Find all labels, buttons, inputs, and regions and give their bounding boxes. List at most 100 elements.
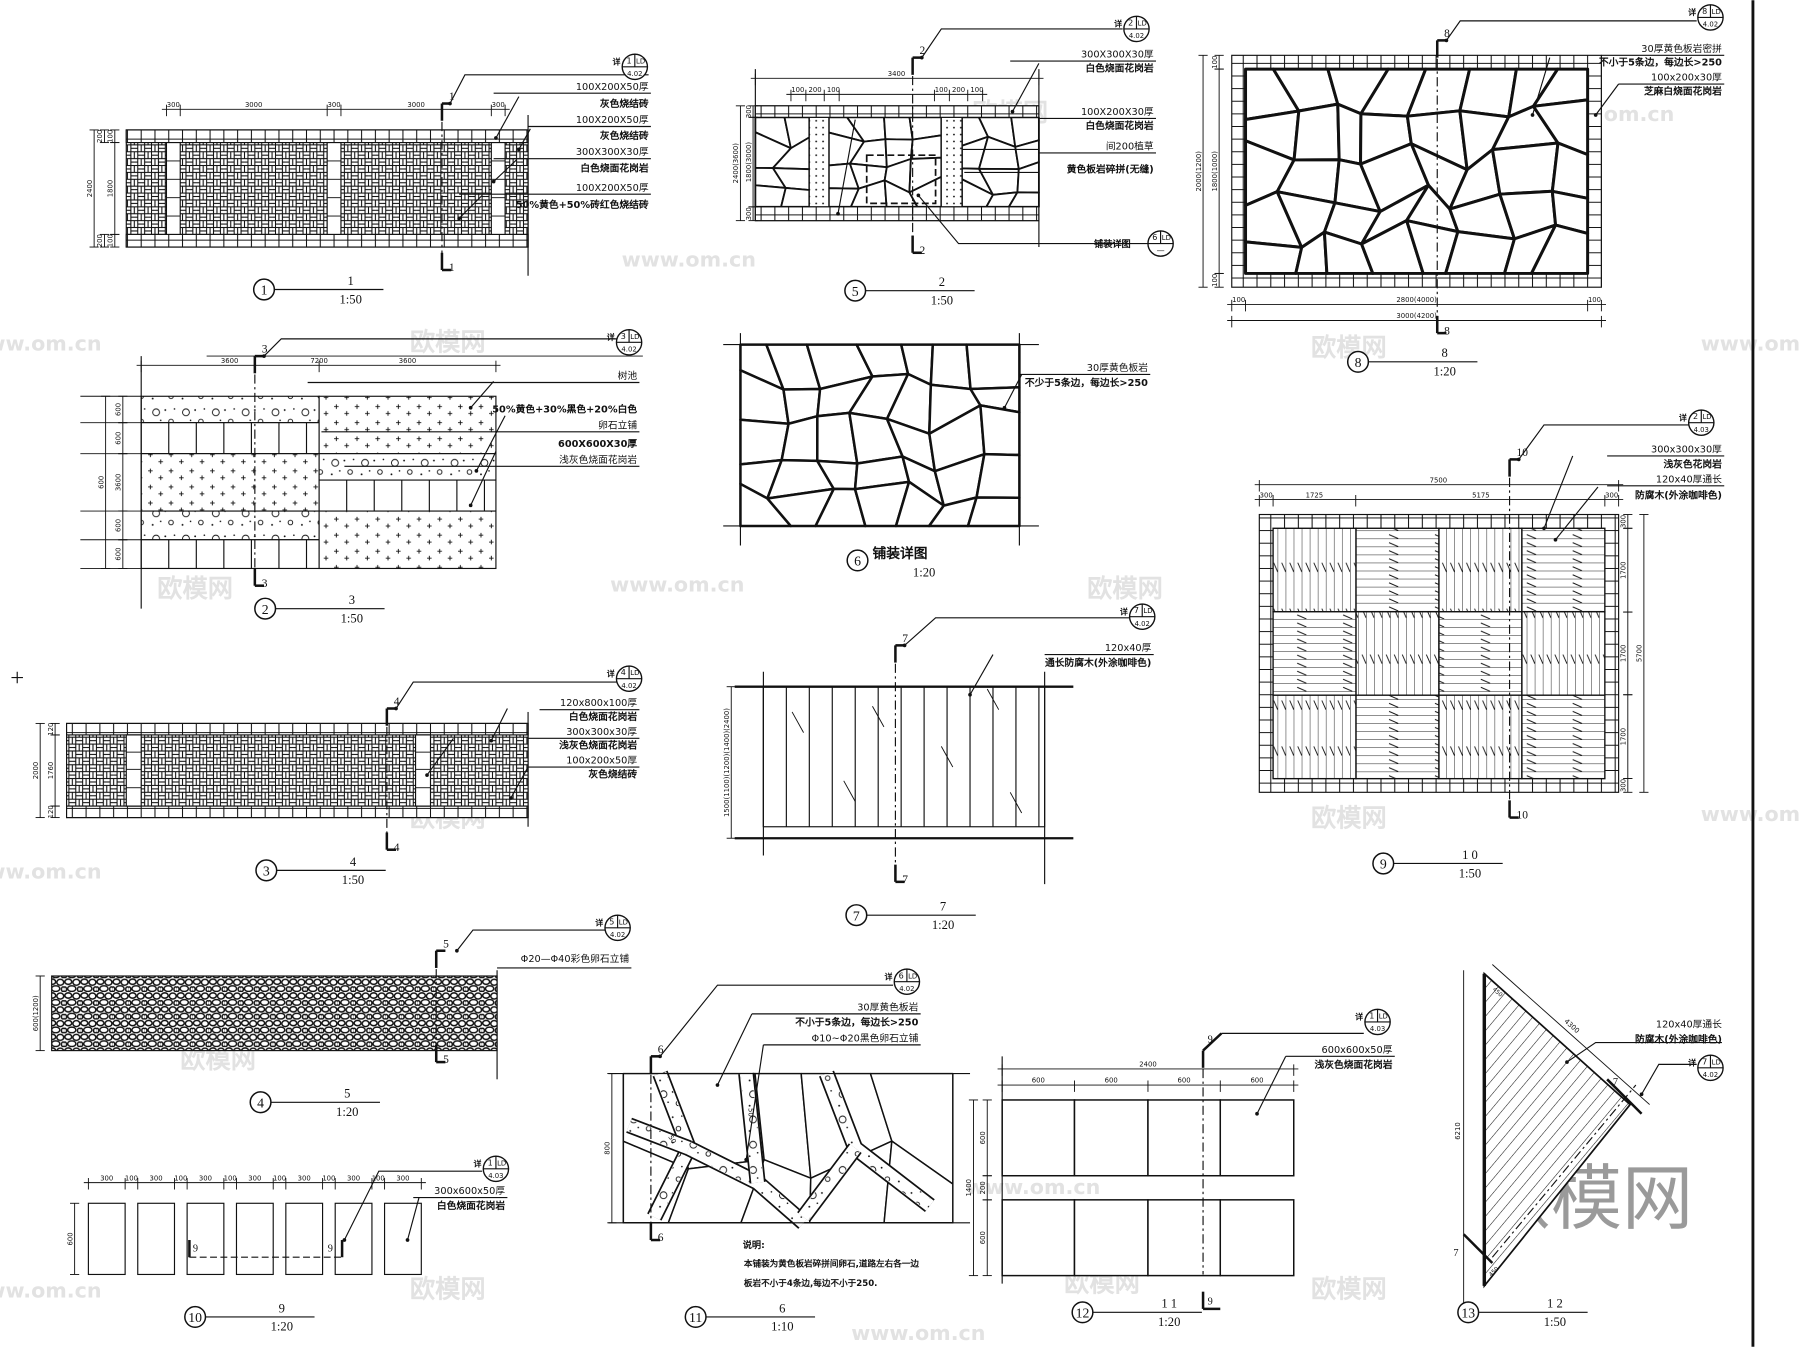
drawing-title: 7 [940,900,946,914]
material-note: 120x40厚通长 [1656,1019,1722,1031]
granite-block [235,1202,274,1276]
flagstone-pattern [961,116,1040,208]
drawing-number: 3 [263,864,270,879]
dimension-top: 200 [952,86,965,94]
ref-prefix: 详 [595,917,603,927]
drawing-scale: 1:50 [342,873,364,887]
dimension-left: 1800 [107,180,115,198]
dimension-left: 1700 [1620,561,1628,578]
dimension-left: 1800(3000) [745,142,753,183]
granite-strip [125,734,142,807]
leader-dot [468,503,473,508]
leader-line [1256,1056,1287,1114]
drawing-title: 3 [349,593,355,607]
dimension-left: 1500(1100)(1200)(1400)(2400) [723,708,731,817]
watermark-logo-text: 欧模网 [1087,574,1163,603]
ref-sheet-number: 4.03 [1694,426,1709,434]
ref-detail-number: 4 [621,668,626,677]
section-label: 5 [443,938,449,950]
material-note: 灰色烧结砖 [600,129,649,142]
leader-dot [489,738,494,743]
dimension-left: 6210 [1454,1122,1462,1139]
material-note: 120x40厚 [1105,642,1152,654]
granite-paving-row [318,479,497,512]
dimension-left: 2400(3600) [732,143,740,184]
flagstone [965,343,1021,391]
section-label: 6 [658,1232,664,1244]
inner-dimension: 50 [666,1134,677,1146]
drawing-title: 1 0 [1462,848,1478,862]
section-label: 10 [1516,810,1528,822]
ref-code: LD [619,918,628,926]
section-label: 9 [328,1243,333,1254]
flagstone [909,134,943,160]
leader-dot [919,55,924,60]
leader-line [475,415,506,472]
granite-block [285,1202,324,1276]
leader-dot [902,643,907,648]
granite-strip [326,141,342,235]
deck-board-end [1009,792,1023,814]
leader-line [917,195,1148,245]
leader-line [490,708,508,741]
leader-line [745,1044,764,1160]
dimension-top: 2400 [1139,1061,1157,1069]
ref-prefix: 详 [885,971,893,981]
drawing-scale: 1:10 [771,1320,793,1334]
flagstone-pattern [754,116,811,208]
granite-block [87,1202,126,1276]
watermark-site-text: www.om.cn [0,331,102,355]
drawing-number: 4 [257,1095,264,1110]
ref-sheet-number: 4.02 [621,682,636,690]
drawing-number: 2 [262,602,269,617]
leader-line [406,1197,420,1241]
drawing-scale: 1:50 [1544,1315,1566,1329]
material-note: 卵石立铺 [598,418,637,431]
dimension-top: 300 [150,1174,163,1182]
remark-line: 板岩不小于4条边,每边不小于250. [744,1277,878,1289]
material-note: 600X600X30厚 [558,438,637,450]
section-cut-line [1491,1084,1637,1258]
ref-detail-number: 6 [1152,233,1157,242]
section-label: 5 [443,1054,449,1066]
leader-line [659,984,894,1057]
dimension-left: 120 [47,723,55,736]
watermark-site-text: www.om.cn [1701,331,1800,355]
drawing-scale: 1:50 [339,292,361,306]
leader-line [1518,424,1690,460]
leader-line [518,128,531,150]
dimension-left: 1700 [1620,728,1628,745]
wood-parquet-block [1272,611,1357,696]
dimension-left: 600 [66,1232,74,1245]
ref-code: LD [1712,8,1721,16]
material-note: 30厚黄色板岩 [1087,361,1148,374]
leader-line [395,681,618,709]
granite-edge-band [66,722,529,736]
dimension-top: 600 [1250,1077,1263,1085]
material-note: 100X200X50厚 [576,182,649,194]
dimension-left: 200 [96,234,104,247]
wood-deck-panel [762,686,1046,828]
drawing-number: 10 [188,1310,202,1325]
drawing-number: 6 [854,554,861,569]
ref-prefix: 详 [1114,19,1122,29]
watermark-logo-text: 欧模网 [1311,1274,1387,1303]
material-note: 100x200x50厚 [566,755,637,767]
leader-dot [455,948,459,953]
dimension-left: 200 [979,1181,987,1194]
granite-block [186,1202,225,1276]
leader-dot [474,469,479,473]
section-mark [1606,1078,1643,1115]
ref-prefix: 详 [1120,606,1128,616]
section-label: 8 [1444,325,1450,337]
drawing-number: 9 [1380,857,1387,872]
material-note: 50%黄色+30%黑色+20%白色 [492,402,637,415]
drawing-title: 8 [1442,346,1448,360]
drawing-title: 2 [939,275,945,289]
